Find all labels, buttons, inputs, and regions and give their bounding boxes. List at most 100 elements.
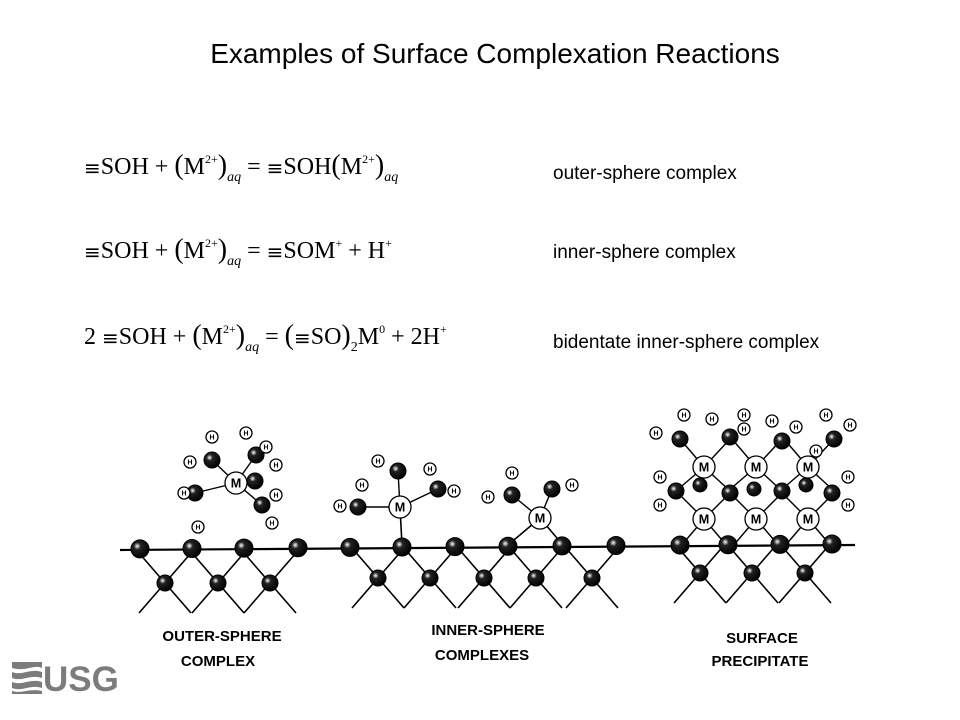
oxygen-atom: [670, 535, 690, 555]
hydrogen-atom-label: H: [274, 463, 279, 470]
oxygen-atom: [823, 484, 841, 502]
hydrogen-atom-label: H: [510, 471, 515, 478]
oxygen-atom: [340, 537, 360, 557]
logo-text: USG: [43, 660, 119, 696]
oxygen-atom: [421, 569, 439, 587]
metal-atom: [528, 506, 552, 530]
hydrogen-atom-label: H: [658, 475, 663, 482]
metal-atom: [224, 471, 248, 495]
hydrogen-atom: [841, 498, 855, 512]
oxygen-atom: [721, 484, 739, 502]
hydrogen-atom: [565, 478, 579, 492]
hydrogen-atom-label: H: [848, 423, 853, 430]
hydrogen-atom-label: H: [196, 525, 201, 532]
metal-atom: [744, 507, 768, 531]
metal-atom-label: M: [699, 513, 710, 527]
oxygen-atom: [692, 477, 708, 493]
section-caption: PRECIPITATE: [712, 653, 809, 670]
oxygen-atom: [671, 430, 689, 448]
oxygen-atom: [798, 477, 814, 493]
oxygen-atom: [825, 430, 843, 448]
hydrogen-atom: [653, 470, 667, 484]
metal-atom: [692, 507, 716, 531]
metal-atom-label: M: [231, 477, 242, 491]
oxygen-atom: [349, 498, 367, 516]
hydrogen-atom-label: H: [658, 503, 663, 510]
oxygen-atom: [552, 536, 572, 556]
hydrogen-atom-label: H: [846, 475, 851, 482]
hydrogen-atom: [177, 486, 191, 500]
oxygen-atom: [209, 574, 227, 592]
hydrogen-atom-label: H: [654, 431, 659, 438]
hydrogen-atom: [265, 516, 279, 530]
label-bidentate: bidentate inner-sphere complex: [553, 332, 820, 353]
metal-atom-label: M: [803, 513, 814, 527]
oxygen-atom: [773, 482, 791, 500]
hydrogen-atom: [269, 488, 283, 502]
oxygen-atom: [253, 496, 271, 514]
oxygen-atom: [445, 537, 465, 557]
hydrogen-atom: [653, 498, 667, 512]
hydrogen-atom-label: H: [794, 425, 799, 432]
hydrogen-atom-label: H: [742, 427, 747, 434]
bond-line: [119, 543, 856, 552]
metal-atom: [796, 455, 820, 479]
oxygen-atom: [392, 537, 412, 557]
hydrogen-atom: [333, 499, 347, 513]
hydrogen-atom-label: H: [264, 445, 269, 452]
hydrogen-atom-label: H: [570, 483, 575, 490]
metal-atom: [388, 495, 412, 519]
oxygen-atom: [246, 472, 264, 490]
hydrogen-atom-label: H: [846, 503, 851, 510]
section-caption: INNER-SPHERE: [431, 622, 544, 639]
hydrogen-atom-label: H: [376, 459, 381, 466]
hydrogen-atom: [649, 426, 663, 440]
hydrogen-atom: [843, 418, 857, 432]
hydrogen-atom-label: H: [824, 413, 829, 420]
hydrogen-atom-label: H: [244, 431, 249, 438]
section-caption: COMPLEX: [181, 653, 255, 670]
oxygen-atom: [721, 428, 739, 446]
hydrogen-atom: [183, 455, 197, 469]
equation-inner-sphere: ≡SOH + (M2+)aq = ≡SOM+ + H+: [84, 234, 392, 269]
metal-atom: [744, 455, 768, 479]
oxygen-atom: [130, 539, 150, 559]
hydrogen-atom-label: H: [270, 521, 275, 528]
page-title: Examples of Surface Complexation Reactio…: [210, 38, 780, 69]
equation-coefficient: 2: [84, 324, 96, 350]
hydrogen-atom: [481, 490, 495, 504]
hydrogen-atom: [371, 454, 385, 468]
metal-atom: [796, 507, 820, 531]
hydrogen-atom-label: H: [274, 493, 279, 500]
hydrogen-atom: [259, 440, 273, 454]
hydrogen-atom: [819, 408, 833, 422]
oxygen-atom: [389, 462, 407, 480]
metal-atom-label: M: [395, 501, 406, 515]
hydrogen-atom: [447, 484, 461, 498]
hydrogen-atom-label: H: [486, 495, 491, 502]
oxygen-atom: [182, 538, 202, 558]
hydrogen-atom-label: H: [770, 419, 775, 426]
oxygen-atom: [796, 564, 814, 582]
oxygen-atom: [498, 536, 518, 556]
oxygen-atom: [543, 480, 561, 498]
oxygen-atom: [429, 480, 447, 498]
oxygen-atom: [691, 564, 709, 582]
oxygen-atom: [156, 574, 174, 592]
hydrogen-atom-label: H: [188, 460, 193, 467]
metal-atom-label: M: [699, 461, 710, 475]
hydrogen-atom-label: H: [428, 467, 433, 474]
hydrogen-atom: [705, 412, 719, 426]
hydrogen-atom: [809, 444, 823, 458]
oxygen-atom: [667, 482, 685, 500]
oxygen-atom: [746, 481, 762, 497]
oxygen-atom: [606, 536, 626, 556]
hydrogen-atom-label: H: [742, 413, 747, 420]
metal-atom-label: M: [535, 512, 546, 526]
metal-atom-label: M: [751, 513, 762, 527]
hydrogen-atom: [505, 466, 519, 480]
hydrogen-atom: [789, 420, 803, 434]
hydrogen-atom-label: H: [182, 491, 187, 498]
hydrogen-atom: [677, 408, 691, 422]
oxygen-atom: [583, 569, 601, 587]
